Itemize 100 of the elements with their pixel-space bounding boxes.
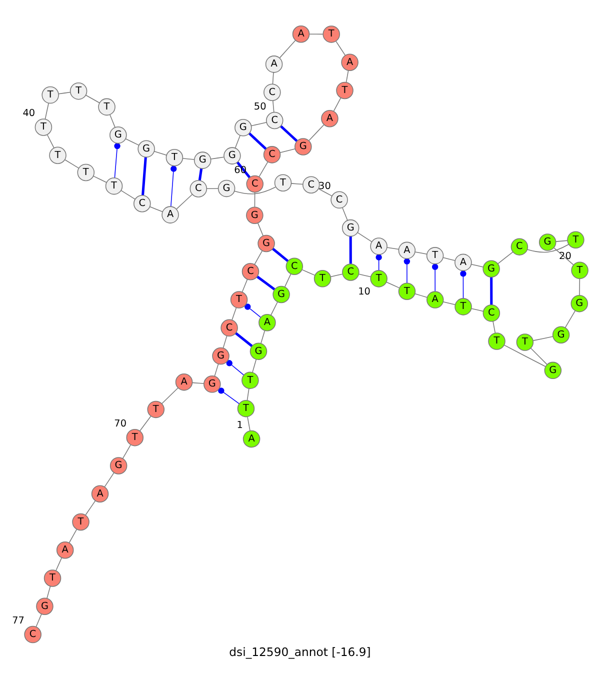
- node-circle: C: [342, 263, 360, 280]
- node-circle: C: [510, 238, 528, 255]
- connector: [404, 258, 410, 283]
- connector: [64, 158, 80, 168]
- connector: [86, 94, 100, 103]
- node-circle: G: [342, 218, 360, 236]
- connector: [170, 165, 177, 206]
- node-circle: C: [134, 194, 151, 212]
- node-circle: G: [538, 233, 556, 250]
- node-circle: G: [224, 146, 241, 164]
- connector: [252, 358, 257, 372]
- node-circle: A: [265, 55, 283, 72]
- connector: [218, 387, 240, 404]
- connector: [260, 330, 266, 344]
- node-circle: A: [91, 484, 109, 502]
- connector: [386, 246, 400, 250]
- node-circle: A: [454, 253, 472, 271]
- connector: [154, 150, 167, 155]
- node-circle: T: [42, 86, 59, 104]
- node-circle: A: [175, 372, 193, 390]
- connector: [150, 206, 163, 212]
- connector: [270, 301, 278, 316]
- connector: [254, 250, 263, 264]
- node-circle: T: [49, 146, 66, 164]
- node-label: 10: [358, 286, 370, 298]
- node-circle: T: [488, 332, 506, 350]
- connector: [58, 91, 71, 94]
- node-circle: T: [70, 82, 88, 100]
- node-circle: T: [314, 270, 332, 287]
- connector: [386, 281, 400, 288]
- node-circle: G: [250, 342, 268, 360]
- node-circle: G: [482, 260, 500, 278]
- node-circle: T: [44, 569, 62, 586]
- node-circle: A: [242, 430, 260, 448]
- node-circle: G: [110, 456, 128, 474]
- node-circle: T: [105, 176, 123, 194]
- node-circle: A: [398, 241, 416, 259]
- node-circle: G: [246, 206, 264, 224]
- connector: [206, 188, 219, 189]
- node-label: 50: [254, 100, 266, 112]
- caption: dsi_12590_annot [-16.9]: [229, 644, 371, 658]
- connector: [376, 254, 382, 270]
- connector: [198, 168, 203, 180]
- connector: [247, 416, 250, 431]
- connector: [226, 360, 244, 375]
- node-circle: T: [98, 98, 116, 116]
- node-circle: A: [292, 25, 310, 42]
- node-circle: T: [274, 174, 292, 191]
- connector: [555, 240, 568, 242]
- connector: [92, 175, 107, 182]
- connector: [182, 158, 195, 160]
- connector: [242, 278, 248, 292]
- connector: [443, 256, 456, 260]
- node-circle: T: [34, 118, 52, 136]
- connector: [142, 156, 147, 195]
- node-label: 77: [12, 614, 24, 626]
- connector: [254, 191, 256, 207]
- node-circle: C: [482, 304, 500, 322]
- connector: [443, 300, 456, 305]
- node-circle: G: [138, 140, 155, 158]
- node-circle: C: [266, 111, 284, 129]
- node-circle: T: [72, 512, 90, 530]
- connector: [308, 33, 324, 34]
- connector: [161, 386, 178, 404]
- connector: [68, 528, 78, 543]
- node-circle: T: [242, 371, 259, 388]
- node-circle: T: [426, 246, 444, 264]
- connector: [222, 335, 228, 348]
- connector: [432, 263, 438, 292]
- connector: [280, 148, 296, 153]
- connector: [122, 444, 131, 458]
- node-circle: G: [552, 326, 570, 343]
- connector: [279, 40, 296, 58]
- connector: [248, 132, 267, 150]
- connector: [526, 243, 570, 252]
- node-circle: G: [570, 294, 588, 312]
- connector: [333, 96, 342, 111]
- node-label: 1: [236, 419, 243, 430]
- node-circle: C: [220, 318, 238, 336]
- connector: [272, 100, 274, 112]
- node-circle: G: [294, 138, 312, 155]
- node-circle: T: [237, 399, 255, 417]
- node-circle: T: [571, 261, 588, 279]
- node-circle: T: [77, 163, 95, 181]
- node-circle: T: [454, 298, 472, 315]
- connector: [532, 336, 554, 340]
- node-circle: G: [272, 285, 290, 303]
- node-circle: A: [370, 237, 388, 254]
- connector: [44, 102, 49, 119]
- node-circle: T: [166, 148, 184, 166]
- connector: [36, 613, 42, 627]
- connector: [214, 363, 219, 376]
- node-circle: C: [190, 180, 208, 197]
- connector: [342, 206, 348, 220]
- node-circle: G: [110, 126, 127, 144]
- node-circle: C: [24, 625, 42, 643]
- node-label: 70: [114, 418, 126, 429]
- connector: [349, 236, 352, 264]
- node-circle: T: [516, 333, 534, 350]
- node-circle: A: [258, 313, 276, 331]
